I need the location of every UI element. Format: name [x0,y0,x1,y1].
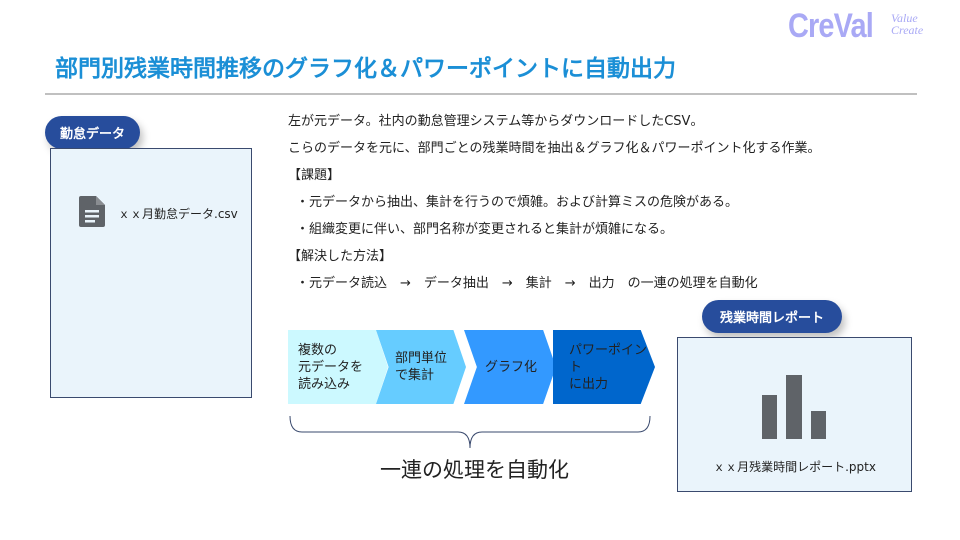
page-title: 部門別残業時間推移のグラフ化＆パワーポイントに自動出力 [55,56,676,82]
attendance-data-box: ｘｘ月勤怠データ.csv [50,148,252,398]
report-box: ｘｘ月残業時間レポート.pptx [677,337,912,492]
brace [289,415,651,449]
solution-heading: 【解決した方法】 [288,249,393,264]
description-line: 左が元データ。社内の勤怠管理システム等からダウンロードしたCSV。 [288,114,704,129]
bar-chart-icon [761,374,827,440]
attendance-data-pill: 勤怠データ [45,116,140,149]
description-line: ・元データ読込 → データ抽出 → 集計 → 出力 の一連の処理を自動化 [296,276,758,291]
description-line: ・組織変更に伴い、部門名称が変更されると集計が煩雑になる。 [296,222,674,237]
automation-caption: 一連の処理を自動化 [380,458,569,482]
flow-step-graph: グラフ化 [464,330,556,404]
attendance-file-name: ｘｘ月勤怠データ.csv [118,207,238,221]
divider [45,93,917,95]
report-file-name: ｘｘ月残業時間レポート.pptx [713,460,876,474]
flow-step-read: 複数の元データを読み込み [288,330,388,404]
issues-heading: 【課題】 [288,168,341,183]
description-line: ・元データから抽出、集計を行うので煩雑。および計算ミスの危険がある。 [296,195,739,210]
description-line: こらのデータを元に、部門ごとの残業時間を抽出＆グラフ化＆パワーポイント化する作業… [288,141,821,156]
flow-step-aggregate: 部門単位で集計 [376,330,466,404]
report-pill: 残業時間レポート [702,300,842,333]
flow-step-output: パワーポイントに出力 [553,330,655,404]
document-icon [79,196,105,227]
